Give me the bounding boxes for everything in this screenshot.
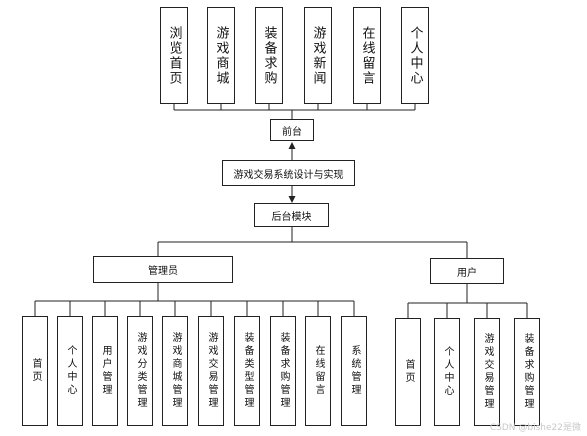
admin-module-user-management: 用户管理 [92,316,118,426]
user-module-equipment-buy-management: 装备求购管理 [514,318,540,426]
user-module-game-trade-management: 游戏交易管理 [474,318,500,426]
backend-node: 后台模块 [254,203,329,227]
frontend-module-online-message: 在线留言 [353,7,381,104]
user-module-personal-center: 个人中心 [434,318,460,426]
admin-module-system-management: 系统管理 [341,316,367,426]
admin-module-equipment-buy-management: 装备求购管理 [270,316,296,426]
frontend-module-game-news: 游戏新闻 [304,7,332,104]
arrowhead-down [288,196,296,203]
role-user: 用户 [430,258,504,284]
frontend-module-equipment-buy: 装备求购 [255,7,283,104]
admin-module-online-message: 在线留言 [305,316,331,426]
admin-module-game-mall-management: 游戏商城管理 [162,316,188,426]
admin-module-game-trade-management: 游戏交易管理 [198,316,224,426]
frontend-module-browse-home: 浏览首页 [160,7,188,104]
admin-module-equipment-type-management: 装备类型管理 [234,316,260,426]
watermark: CSDN @bishe22是微 [489,423,581,433]
frontend-node: 前台 [270,119,314,141]
role-admin: 管理员 [93,256,233,283]
user-module-home: 首页 [395,318,421,426]
frontend-module-personal-center: 个人中心 [401,7,429,104]
arrowhead-up [288,142,296,149]
admin-module-home: 首页 [22,316,48,426]
frontend-module-game-mall: 游戏商城 [207,7,235,104]
root-node: 游戏交易系统设计与实现 [222,160,355,186]
admin-module-personal-center: 个人中心 [57,316,83,426]
admin-module-game-category-management: 游戏分类管理 [127,316,153,426]
